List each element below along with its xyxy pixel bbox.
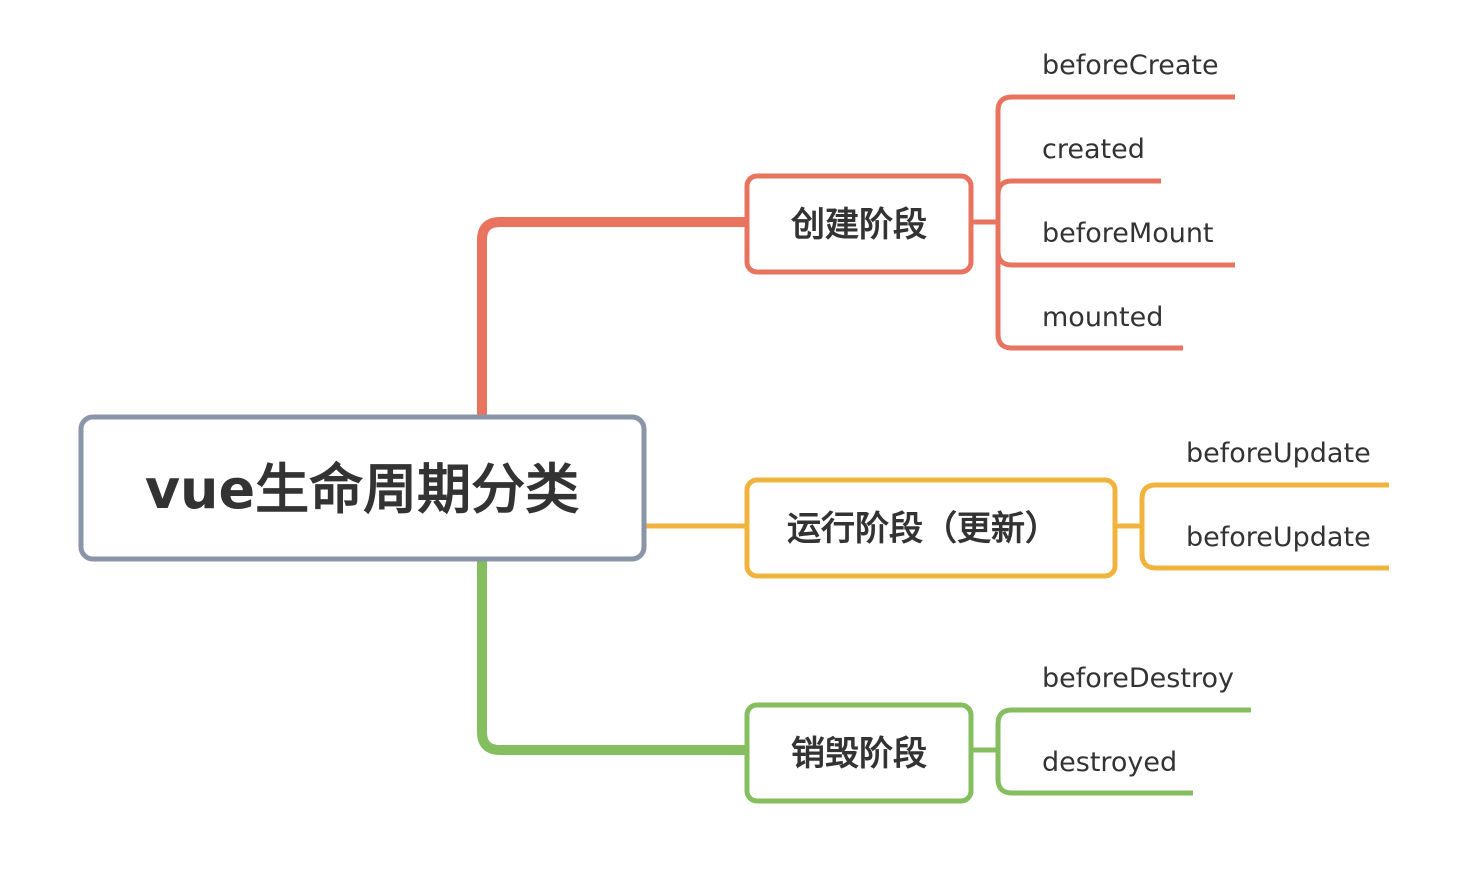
hook-underline-beforemount — [995, 250, 1235, 268]
stage-node-destroy-border — [744, 702, 974, 804]
stage-update-bracket — [1139, 482, 1389, 571]
hook-underline-created — [995, 178, 1161, 196]
hook-beforemount[interactable]: beforeMount — [1042, 218, 1214, 249]
stage-node-create[interactable]: 创建阶段 — [744, 173, 974, 275]
hook-destroyed[interactable]: destroyed — [1042, 747, 1177, 778]
connector-root-to-stage-create — [477, 217, 747, 416]
hook-beforeupdate-2[interactable]: beforeUpdate — [1186, 522, 1371, 553]
hook-created[interactable]: created — [1042, 134, 1145, 165]
hook-beforecreate[interactable]: beforeCreate — [1042, 50, 1219, 81]
stage-destroy-bracket — [995, 707, 1251, 796]
stage-node-create-label: 创建阶段 — [790, 205, 927, 245]
stage-create-bracket — [995, 94, 1235, 351]
hook-beforedestroy[interactable]: beforeDestroy — [1042, 663, 1234, 694]
stage-node-update[interactable]: 运行阶段（更新） — [744, 477, 1118, 579]
stage-node-update-label: 运行阶段（更新） — [787, 509, 1059, 549]
root-node[interactable]: vue生命周期分类 — [78, 414, 647, 562]
stage-node-destroy-label: 销毁阶段 — [791, 734, 927, 774]
root-node-label: vue生命周期分类 — [145, 458, 579, 521]
hook-mounted[interactable]: mounted — [1042, 302, 1163, 333]
root-node-border — [78, 414, 647, 562]
connector-root-to-stage-destroy — [477, 560, 747, 755]
hook-beforeupdate-1[interactable]: beforeUpdate — [1186, 438, 1371, 469]
stage-node-destroy[interactable]: 销毁阶段 — [744, 702, 974, 804]
